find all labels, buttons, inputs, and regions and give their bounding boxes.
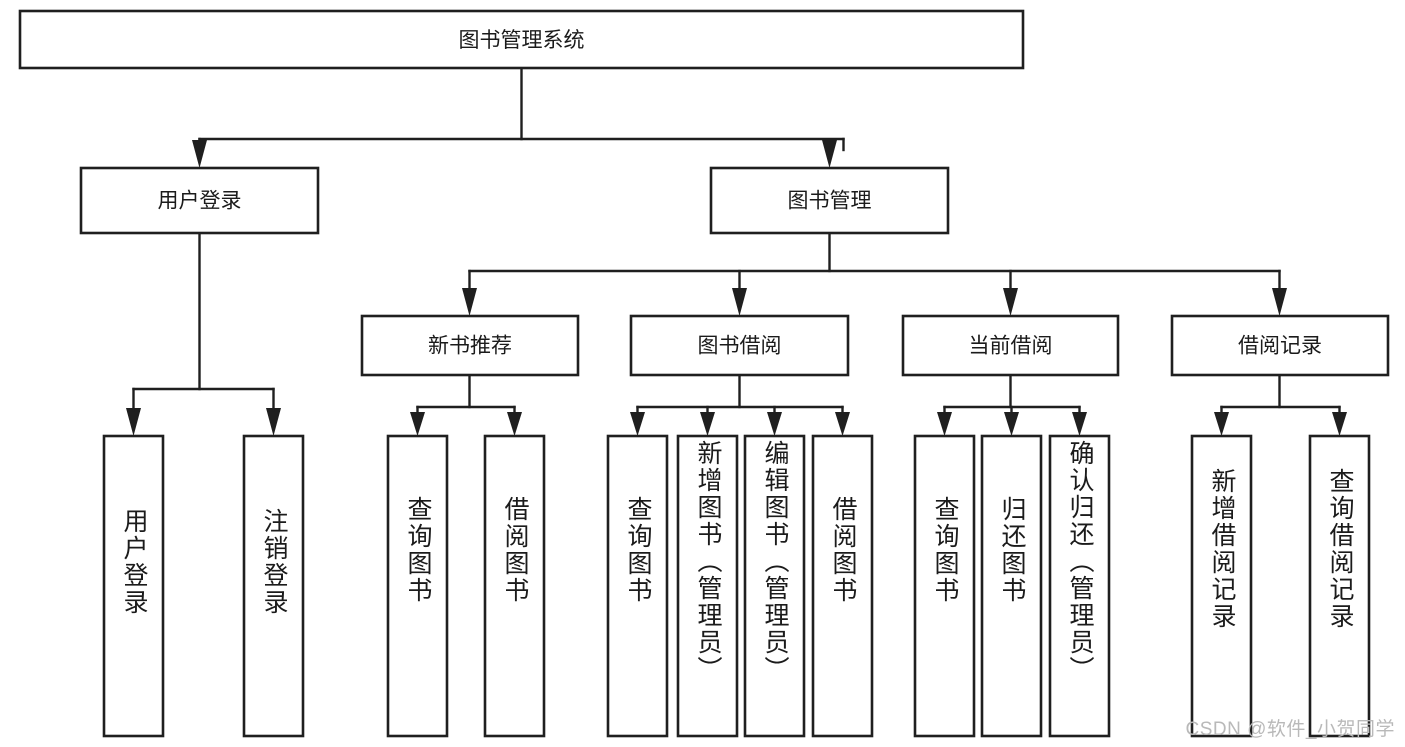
- connector-group-root: [192, 66, 845, 168]
- arrow-head-leaf-query-borrow-record: [1332, 412, 1347, 436]
- leaf-logout-login-box[interactable]: [242, 434, 305, 738]
- node-current-borrow-box[interactable]: [901, 314, 1120, 377]
- node-user-login-label: 用户登录: [158, 190, 242, 213]
- arrow-head-book-management: [822, 140, 837, 168]
- leaf-query-book-1-box[interactable]: [386, 434, 449, 738]
- node-root-box[interactable]: [18, 9, 1025, 70]
- leaf-query-borrow-record-box[interactable]: [1308, 434, 1371, 738]
- node-book-borrow-label: 图书借阅: [698, 335, 782, 358]
- leaf-edit-book-admin-box[interactable]: [743, 434, 806, 738]
- leaf-borrow-book-2-box[interactable]: [811, 434, 874, 738]
- leaf-add-borrow-record-box[interactable]: [1190, 434, 1253, 738]
- connector-group-book-borrow: [630, 373, 850, 436]
- node-root[interactable]: 图书管理系统: [18, 9, 1025, 70]
- leaf-query-book-2-box[interactable]: [606, 434, 669, 738]
- node-current-borrow-label: 当前借阅: [969, 335, 1053, 358]
- arrow-head-leaf-add-book-admin: [700, 412, 715, 436]
- arrow-head-leaf-borrow-book-2: [835, 412, 850, 436]
- leaf-return-book-box[interactable]: [980, 434, 1043, 738]
- leaf-query-book-3-box[interactable]: [913, 434, 976, 738]
- connector-group-borrow-record: [1214, 373, 1347, 436]
- node-new-book-recommend[interactable]: 新书推荐: [360, 314, 580, 377]
- arrow-head-leaf-return-book: [1004, 412, 1019, 436]
- leaf-borrow-book-1-box[interactable]: [483, 434, 546, 738]
- connector-group-current-borrow: [937, 373, 1087, 436]
- connector-group-new-book-recommend: [410, 373, 522, 436]
- node-borrow-record-box[interactable]: [1170, 314, 1390, 377]
- node-borrow-record-label: 借阅记录: [1238, 335, 1322, 358]
- arrow-head-leaf-add-borrow-record: [1214, 412, 1229, 436]
- arrow-head-current-borrow: [1003, 288, 1018, 316]
- leaf-user-login-box[interactable]: [102, 434, 165, 738]
- csdn-watermark: CSDN @软件_小贺同学: [1185, 719, 1395, 740]
- node-book-management-label: 图书管理: [788, 190, 872, 213]
- leaf-confirm-return-admin-box[interactable]: [1048, 434, 1111, 738]
- leaf-add-book-admin-box[interactable]: [676, 434, 739, 738]
- arrow-head-user-login: [192, 140, 207, 168]
- node-book-management[interactable]: 图书管理: [709, 166, 950, 235]
- node-new-book-recommend-label: 新书推荐: [428, 335, 512, 358]
- connector-group-book-management: [462, 231, 1287, 316]
- arrow-head-leaf-query-book-1: [410, 412, 425, 436]
- node-borrow-record[interactable]: 借阅记录: [1170, 314, 1390, 377]
- arrow-head-leaf-logout-login: [266, 408, 281, 436]
- node-book-management-box[interactable]: [709, 166, 950, 235]
- arrow-head-leaf-borrow-book-1: [507, 412, 522, 436]
- arrow-head-book-borrow: [732, 288, 747, 316]
- arrow-head-leaf-confirm-return-admin: [1072, 412, 1087, 436]
- node-current-borrow[interactable]: 当前借阅: [901, 314, 1120, 377]
- connector-group-user-login: [126, 231, 281, 436]
- node-user-login[interactable]: 用户登录: [79, 166, 320, 235]
- arrow-head-leaf-user-login: [126, 408, 141, 436]
- node-root-label: 图书管理系统: [459, 29, 585, 52]
- arrow-head-leaf-query-book-3: [937, 412, 952, 436]
- node-book-borrow[interactable]: 图书借阅: [629, 314, 850, 377]
- arrow-head-leaf-query-book-2: [630, 412, 645, 436]
- arrow-head-new-book-recommend: [462, 288, 477, 316]
- node-user-login-box[interactable]: [79, 166, 320, 235]
- node-new-book-recommend-box[interactable]: [360, 314, 580, 377]
- arrow-head-leaf-edit-book-admin: [767, 412, 782, 436]
- arrow-head-borrow-record: [1272, 288, 1287, 316]
- node-book-borrow-box[interactable]: [629, 314, 850, 377]
